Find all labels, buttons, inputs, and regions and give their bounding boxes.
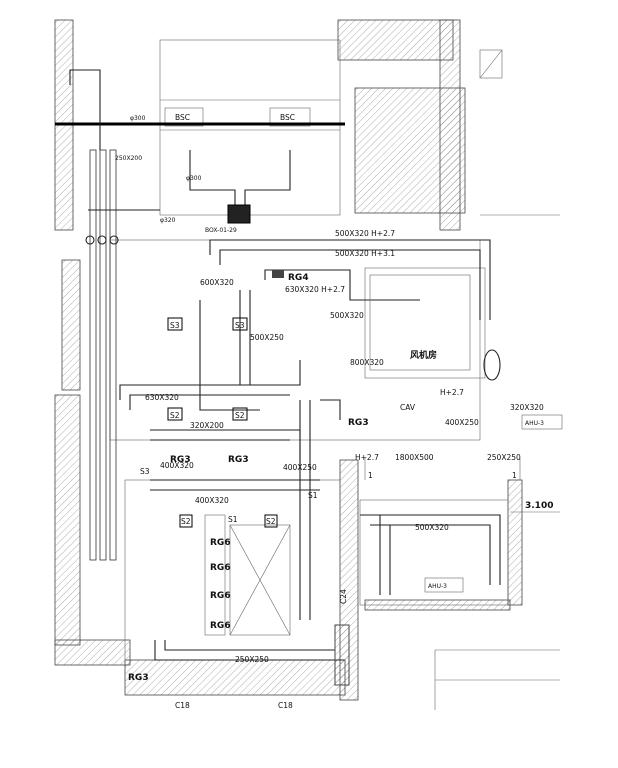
diffuser-labels: S3 S3 S2 S2 RG3 RG3 RG3 S3 S2 S2 S1 S1 R… [128, 317, 369, 683]
duct-label-top-2: 500X320 H+3.1 [335, 249, 395, 258]
section-detail: 500X320 AHU-3 3.100 [360, 501, 560, 595]
duct-label-400x320a: 400X320 [160, 461, 194, 470]
height-label-1: H+2.7 [440, 388, 464, 397]
duct-label-500x320c: 500X320 [330, 311, 364, 320]
column-c18-a: C18 [175, 701, 190, 710]
s1-label-1: S1 [228, 515, 238, 524]
fan-room-label: 风机房 [410, 349, 437, 361]
box-label: BOX-01-29 [205, 227, 237, 234]
duct-label-630a: 630X320 H+2.7 [285, 285, 345, 294]
duct-label-600x320: 600X320 [200, 278, 234, 287]
bsc-label-1: BSC [175, 113, 190, 122]
duct-label-400x320b: 400X320 [195, 496, 229, 505]
s2-label-4: S2 [266, 517, 276, 526]
rg6-label-a: RG6 [210, 538, 231, 548]
rg3-label-d: RG3 [128, 673, 149, 683]
s2-label-3: S2 [181, 517, 191, 526]
pipe-diameter-3: φ320 [160, 217, 176, 224]
middle-duct-network: 630X320 320X200 600X320 500X250 400X320 … [119, 278, 384, 620]
duct-label-250x250b: 250X250 [487, 453, 521, 462]
building-walls [54, 19, 523, 701]
fan-room: 风机房 H+2.7 320X320 CAV 400X250 AHU-3 H+2.… [355, 274, 563, 480]
s3-label-2: S3 [235, 321, 245, 330]
column-c24: C24 [339, 589, 348, 604]
s2-label-1: S2 [170, 411, 180, 420]
lower-rooms: 250X250 [154, 514, 345, 664]
upper-supply-ducts: 500X320 H+2.7 500X320 H+3.1 630X320 H+2.… [209, 229, 491, 320]
rg3-label-c: RG3 [348, 418, 369, 428]
s1-label-2: S1 [308, 491, 318, 500]
s3-label-1: S3 [170, 321, 180, 330]
rg6-label-b: RG6 [210, 563, 231, 573]
s3-label-3: S3 [140, 467, 150, 476]
grid-number-1a: 1 [368, 471, 373, 480]
rg6-label-c: RG6 [210, 591, 231, 601]
ahu-label-2: AHU-3 [428, 583, 447, 590]
dim-1800: 1800X500 [395, 453, 434, 462]
bsc-label-2: BSC [280, 113, 295, 122]
rg6-label-d: RG6 [210, 621, 231, 631]
duct-label-800x320: 800X320 [350, 358, 384, 367]
s2-label-2: S2 [235, 411, 245, 420]
column-c18-b: C18 [278, 701, 293, 710]
ahu-label-1: AHU-3 [525, 420, 544, 427]
column-labels: C18 C18 C24 [175, 589, 350, 710]
duct-label-250x250: 250X250 [235, 655, 269, 664]
elevation-label: 3.100 [525, 501, 553, 511]
duct-label-320x320: 320X320 [510, 403, 544, 412]
duct-size-250x200: 250X200 [115, 155, 142, 162]
bsc-units: BSC BSC [164, 107, 311, 127]
left-risers: 250X200 [69, 69, 160, 561]
duct-label-500x250: 500X250 [250, 333, 284, 342]
section-duct-label: 500X320 [415, 523, 449, 532]
duct-label-400x250b: 400X250 [445, 418, 479, 427]
rg4-label: RG4 [288, 273, 309, 283]
grid-number-1b: 1 [512, 471, 517, 480]
pipe-diameter-2: φ300 [186, 175, 202, 182]
duct-label-400x250: 400X250 [283, 463, 317, 472]
cav-label: CAV [400, 403, 416, 412]
duct-label-630b: 630X320 [145, 393, 179, 402]
pipe-diameter-1: φ300 [130, 115, 146, 122]
duct-label-320x200: 320X200 [190, 421, 224, 430]
main-pipe: φ300 φ300 φ320 BOX-01-29 [55, 115, 345, 234]
rg3-label-b: RG3 [228, 455, 249, 465]
rg3-label-a: RG3 [170, 455, 191, 465]
duct-label-top-1: 500X320 H+2.7 [335, 229, 395, 238]
height-label-2: H+2.7 [355, 453, 379, 462]
